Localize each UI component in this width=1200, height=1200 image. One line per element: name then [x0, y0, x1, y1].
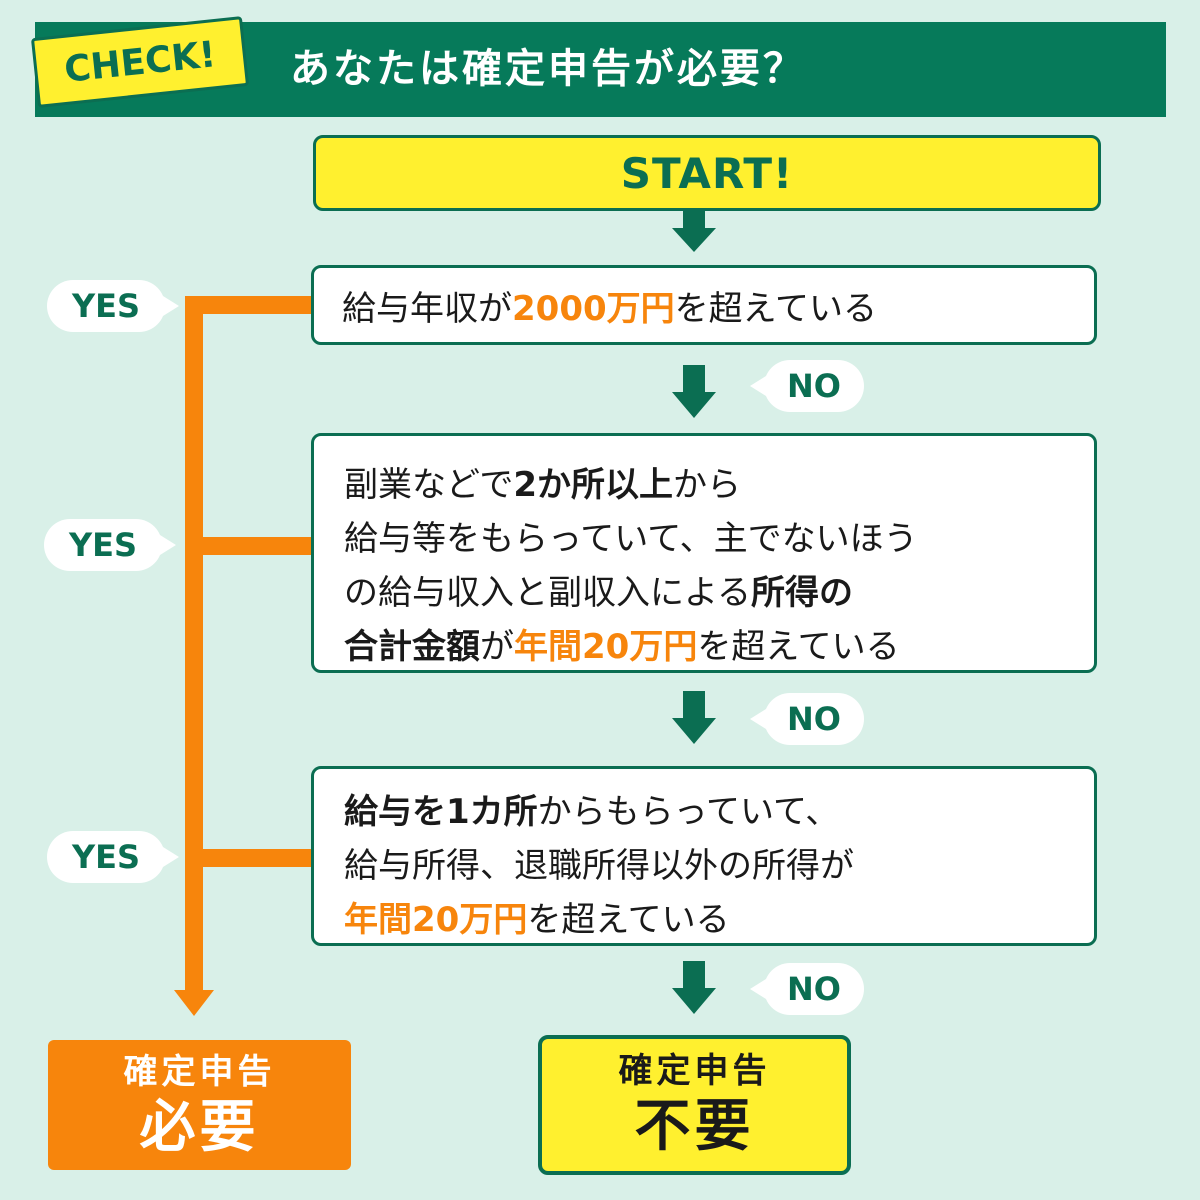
- result-not-required-box: 確定申告 不要: [538, 1035, 851, 1175]
- yes-text: YES: [71, 287, 141, 325]
- yes-text: YES: [71, 838, 141, 876]
- no-text: NO: [787, 970, 841, 1008]
- question-line: 合計金額が年間20万円を超えている: [344, 620, 1064, 674]
- question-text: 副業などで: [344, 465, 514, 505]
- highlight-amount: 2000万円: [512, 288, 675, 329]
- question-text: が: [480, 627, 514, 667]
- question-line: 給与等をもらっていて、主でないほう: [344, 512, 1064, 566]
- bold-text: 2か所以上: [513, 465, 673, 505]
- question-text: 給与年収が: [342, 288, 512, 329]
- down-arrow-q2: [672, 691, 716, 744]
- page-title: あなたは確定申告が必要？: [290, 46, 806, 92]
- question-text: を超えている: [674, 288, 877, 329]
- question-text: から: [673, 465, 741, 505]
- yes-trunk-line: [185, 296, 203, 993]
- bold-text: 所得の: [750, 573, 853, 613]
- yes-branch-q1: [185, 296, 311, 314]
- result-required-small: 確定申告: [123, 1052, 276, 1092]
- bold-text: 合計金額: [344, 627, 480, 667]
- question-text: の給与収入と副収入による: [344, 573, 751, 613]
- question-line: 副業などで2か所以上から: [344, 458, 1064, 512]
- result-required-big: 必要: [139, 1095, 260, 1160]
- question-line: 給与所得、退職所得以外の所得が: [344, 839, 1064, 893]
- result-required-box: 確定申告 必要: [48, 1040, 351, 1170]
- no-text: NO: [787, 367, 841, 405]
- question-box-2: 副業などで2か所以上から給与等をもらっていて、主でないほうの給与収入と副収入によ…: [311, 433, 1097, 673]
- highlight-amount: 年間20万円: [514, 627, 698, 667]
- down-arrow-q1: [672, 365, 716, 418]
- no-label-q2: NO: [750, 693, 864, 745]
- yes-branch-q2: [185, 537, 311, 555]
- yes-label-q3: YES: [47, 831, 179, 883]
- yes-label-q2: YES: [44, 519, 176, 571]
- no-label-q1: NO: [750, 360, 864, 412]
- question-line: 給与を1カ所からもらっていて、: [344, 785, 1064, 839]
- result-not-required-small: 確定申告: [618, 1051, 771, 1091]
- question-line: 年間20万円を超えている: [344, 893, 1064, 947]
- yes-branch-q3: [185, 849, 311, 867]
- question-line: 給与年収が2000万円を超えている: [342, 281, 877, 330]
- down-arrow-start: [672, 211, 716, 252]
- bold-text: 給与を1カ所: [344, 792, 538, 832]
- question-text: を超えている: [527, 900, 730, 940]
- no-label-q3: NO: [750, 963, 864, 1015]
- down-arrow-q3: [672, 961, 716, 1014]
- start-box: START!: [313, 135, 1101, 211]
- question-box-3: 給与を1カ所からもらっていて、給与所得、退職所得以外の所得が年間20万円を超えて…: [311, 766, 1097, 946]
- question-text: を超えている: [697, 627, 900, 667]
- highlight-amount: 年間20万円: [344, 900, 528, 940]
- yes-down-arrow: [174, 990, 214, 1016]
- question-text: 給与所得、退職所得以外の所得が: [344, 846, 854, 886]
- question-text: 給与等をもらっていて、主でないほう: [344, 519, 918, 559]
- yes-text: YES: [68, 526, 138, 564]
- result-not-required-big: 不要: [634, 1094, 755, 1159]
- no-text: NO: [787, 700, 841, 738]
- yes-label-q1: YES: [47, 280, 179, 332]
- question-text: からもらっていて、: [537, 792, 840, 832]
- question-box-1: 給与年収が2000万円を超えている: [311, 265, 1097, 345]
- question-line: の給与収入と副収入による所得の: [344, 566, 1064, 620]
